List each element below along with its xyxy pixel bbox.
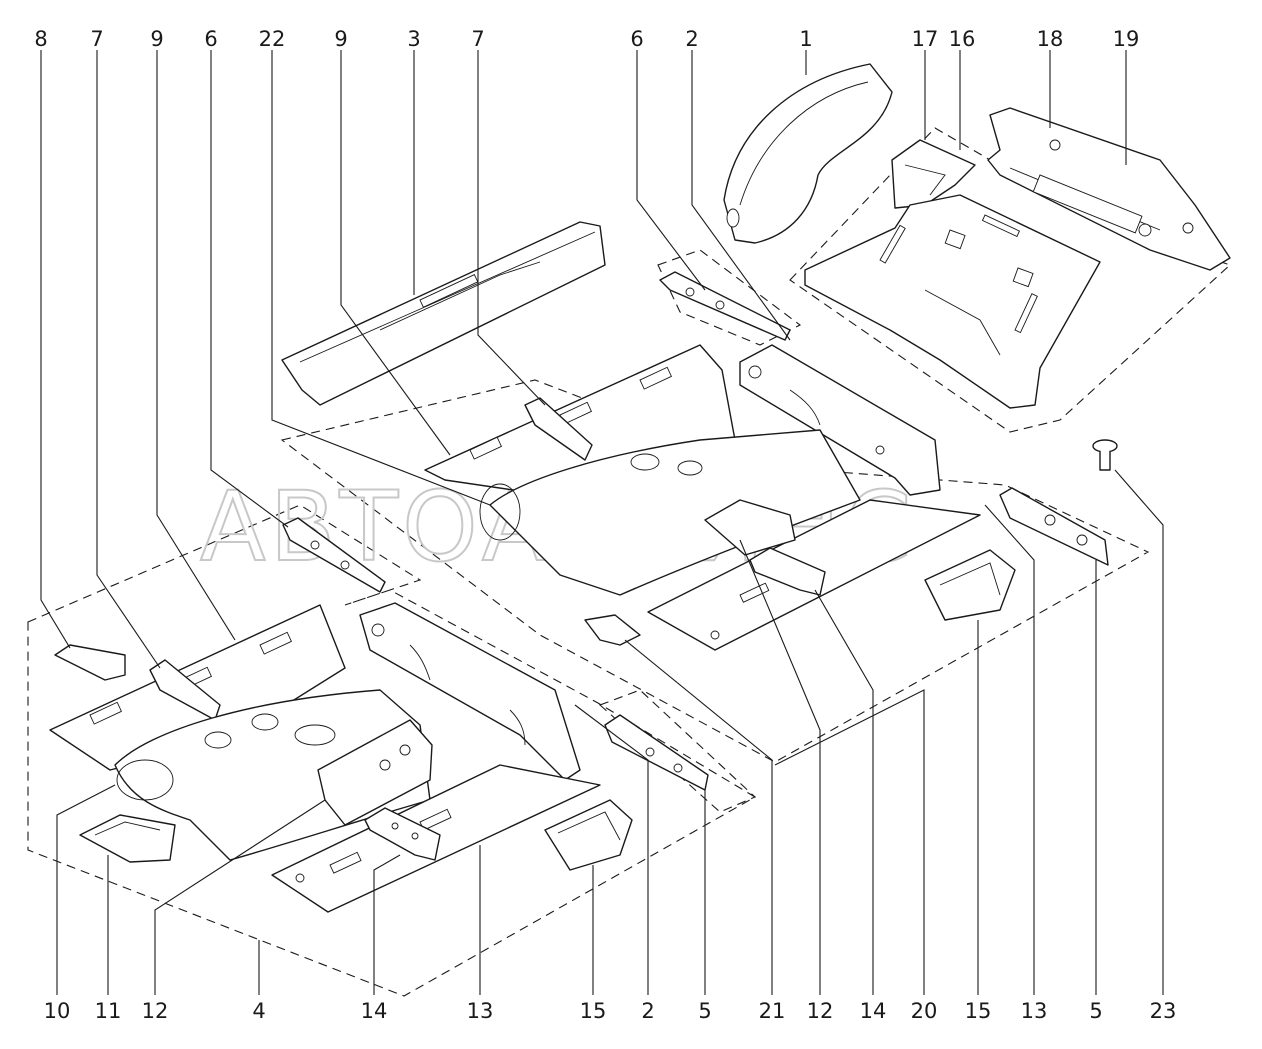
part-11-tray <box>79 814 176 863</box>
part-23-bolt <box>1092 439 1118 471</box>
callout-1: 1 <box>799 27 812 51</box>
callout-15: 15 <box>580 999 607 1023</box>
part-15-upper-tray <box>924 549 1016 621</box>
part-17-bracket <box>891 139 976 209</box>
callout-15b: 15 <box>965 999 992 1023</box>
part-1-wheel-arch <box>723 63 893 244</box>
callout-17: 17 <box>912 27 939 51</box>
part-14-upper-bracket <box>749 547 826 596</box>
callout-6: 6 <box>204 27 217 51</box>
callout-20: 20 <box>911 999 938 1023</box>
callout-18: 18 <box>1037 27 1064 51</box>
leader-lines <box>40 50 1164 995</box>
callout-19: 19 <box>1113 27 1140 51</box>
part-16-rear-floor <box>804 194 1101 409</box>
part-14-lower-bracket <box>364 807 441 861</box>
part-22-upper-tunnel <box>479 429 861 596</box>
callout-2: 2 <box>685 27 698 51</box>
part-19-rear-panel <box>987 107 1231 271</box>
part-12-upper-bracket <box>704 499 796 556</box>
part-3-sill <box>281 221 606 406</box>
callouts-top: 8 7 9 6 22 9 3 7 6 2 1 17 16 18 19 <box>34 27 1139 51</box>
part-2-upper-crossmember <box>739 344 941 496</box>
callout-2b: 2 <box>641 999 654 1023</box>
part-6-lower-bracket <box>282 517 386 593</box>
part-5-upper-bracket <box>999 487 1109 566</box>
part-7-lower-bracket <box>149 659 221 721</box>
callout-5b: 5 <box>1089 999 1102 1023</box>
callout-7: 7 <box>90 27 103 51</box>
callout-21: 21 <box>759 999 786 1023</box>
part-21-plate <box>584 614 641 646</box>
callout-22: 22 <box>259 27 286 51</box>
callout-23: 23 <box>1150 999 1177 1023</box>
part-8-bracket <box>54 644 126 681</box>
part-5-lower-bracket <box>604 714 709 791</box>
part-2-lower-crossmember <box>359 602 581 781</box>
callout-6b: 6 <box>630 27 643 51</box>
callouts-bottom: 10 11 12 4 14 13 15 2 5 21 12 14 20 15 1… <box>44 999 1177 1023</box>
part-15-lower-tray <box>544 799 633 871</box>
callout-14: 14 <box>361 999 388 1023</box>
callout-3: 3 <box>407 27 420 51</box>
callout-12b: 12 <box>807 999 834 1023</box>
callout-5: 5 <box>698 999 711 1023</box>
callout-4: 4 <box>252 999 265 1023</box>
callout-12: 12 <box>142 999 169 1023</box>
callout-10: 10 <box>44 999 71 1023</box>
callout-13b: 13 <box>1021 999 1048 1023</box>
callout-14b: 14 <box>860 999 887 1023</box>
part-6-upper-bracket <box>659 271 791 341</box>
callout-8: 8 <box>34 27 47 51</box>
callout-9: 9 <box>150 27 163 51</box>
callout-16: 16 <box>949 27 976 51</box>
callout-7b: 7 <box>471 27 484 51</box>
part-7-upper-bracket <box>524 397 593 461</box>
callout-11: 11 <box>95 999 122 1023</box>
callout-9b: 9 <box>334 27 347 51</box>
callout-13: 13 <box>467 999 494 1023</box>
